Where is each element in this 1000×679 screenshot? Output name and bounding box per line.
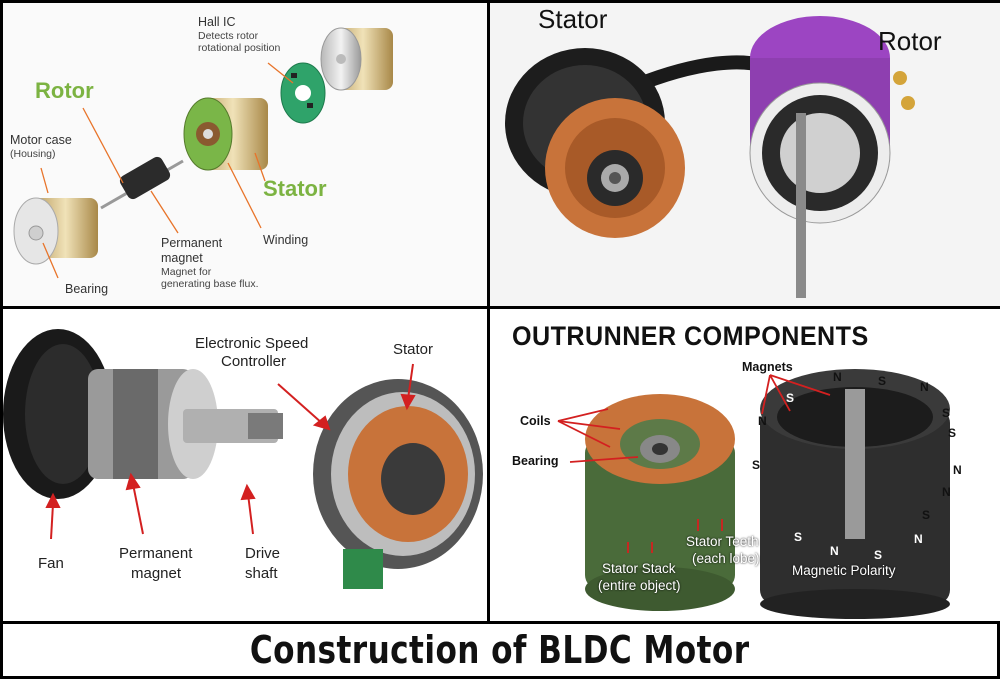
- pole-marker: S: [878, 374, 887, 388]
- drive-shaft-label-line2: shaft: [245, 565, 278, 582]
- fan-label: Fan: [38, 555, 64, 572]
- rotor-part: [100, 156, 184, 210]
- fan-part: [3, 329, 113, 499]
- hall-ic-desc-line2: rotational position: [198, 42, 281, 54]
- pole-marker: S: [794, 530, 803, 544]
- stator-stack-label-line2: (entire object): [598, 578, 681, 593]
- outrunner-heading: OUTRUNNER COMPONENTS: [512, 321, 869, 351]
- stator-stack-label-line1: Stator Stack: [602, 561, 676, 576]
- caption-bar: Construction of BLDC Motor: [3, 624, 997, 676]
- panel-outrunner-components: OUTRUNNER COMPONENTS Magnets Coils Beari…: [490, 309, 1000, 621]
- coils-label: Coils: [520, 414, 551, 428]
- stator-photo-label: Stator: [538, 4, 608, 34]
- rotor-photo-label: Rotor: [878, 26, 942, 56]
- esc-label-line2: Controller: [221, 353, 287, 370]
- stator-teeth-label-line2: (each lobe): [692, 551, 760, 566]
- pole-marker: N: [942, 485, 951, 499]
- pole-marker: N: [920, 380, 929, 394]
- panel-stator-rotor-photo: Stator Rotor: [490, 3, 1000, 306]
- magnets-label: Magnets: [742, 360, 793, 374]
- permanent-magnet-label-line1: Permanent: [161, 236, 223, 250]
- rotor-photo-part: [749, 16, 915, 298]
- end-cap-part: [320, 27, 393, 91]
- magnetic-polarity-label: Magnetic Polarity: [792, 563, 896, 578]
- pole-marker: N: [833, 370, 842, 384]
- annotation-arrows: [557, 374, 831, 553]
- bearing-label: Bearing: [65, 282, 109, 296]
- pole-marker: N: [953, 463, 962, 477]
- permanent-magnet-esc-label-line2: magnet: [131, 565, 182, 582]
- rotor-label: Rotor: [35, 78, 94, 103]
- figure-title: Construction of BLDC Motor: [250, 628, 750, 672]
- exploded-motor-illustration: [13, 27, 393, 279]
- pole-marker: N: [914, 532, 923, 546]
- divider-title: [3, 621, 1000, 624]
- motor-case-label: Motor case: [10, 133, 72, 147]
- housing-label: (Housing): [10, 148, 56, 160]
- divider-vertical: [487, 3, 490, 621]
- pole-marker: S: [874, 548, 883, 562]
- drive-shaft-part: [183, 409, 283, 443]
- stator-label: Stator: [263, 176, 327, 201]
- divider-horizontal: [3, 306, 1000, 309]
- leader-lines: [40, 62, 294, 279]
- winding-label: Winding: [263, 233, 309, 247]
- hall-ic-desc-line1: Detects rotor: [198, 30, 259, 42]
- rotor-bell-part: [760, 369, 950, 619]
- esc-label-line1: Electronic Speed: [195, 335, 309, 352]
- permanent-magnet-esc-label-line1: Permanent: [119, 545, 193, 562]
- panel-exploded-view: Hall IC Detects rotor rotational positio…: [3, 3, 487, 306]
- stator-photo-part: [505, 48, 685, 238]
- pole-marker: N: [830, 544, 839, 558]
- pole-marker: S: [786, 391, 795, 405]
- pole-marker: S: [922, 508, 931, 522]
- stator-teeth-label-line1: Stator Teeth: [686, 534, 759, 549]
- arrows: [45, 363, 416, 540]
- stator-stack-part: [585, 394, 735, 611]
- stator-part: [183, 97, 268, 171]
- stator-esc-label: Stator: [393, 341, 434, 358]
- fan-esc-illustration: [3, 329, 483, 589]
- bearing-outrunner-label: Bearing: [512, 454, 559, 468]
- permanent-magnet-label-line2: magnet: [161, 251, 203, 265]
- panel-fan-esc-photo: Electronic Speed Controller Stator Fan P…: [3, 309, 487, 621]
- drive-shaft-label-line1: Drive: [245, 545, 281, 562]
- motor-case-part: [13, 197, 98, 265]
- pole-marker: S: [942, 406, 951, 420]
- magnet-desc-line1: Magnet for: [161, 266, 212, 278]
- magnet-desc-line2: generating base flux.: [161, 278, 259, 290]
- stator-rotor-illustration: [505, 16, 915, 298]
- pole-marker: S: [752, 458, 761, 472]
- pole-marker: N: [758, 414, 767, 428]
- hall-ic-label: Hall IC: [198, 15, 236, 29]
- stator-esc-part: [313, 379, 483, 589]
- outrunner-illustration: [557, 369, 950, 619]
- pole-marker: S: [948, 426, 957, 440]
- hall-ic-part: [280, 62, 326, 124]
